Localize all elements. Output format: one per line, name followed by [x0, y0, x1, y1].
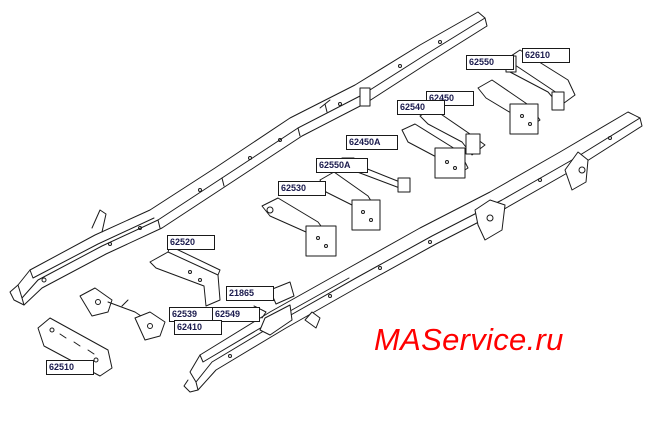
right-side-rail	[183, 111, 643, 393]
callout-label: 62520	[170, 237, 196, 247]
callout-label: 62530	[281, 183, 307, 193]
callout-label: 62510	[49, 362, 75, 372]
callout-62549[interactable]: 62549	[212, 307, 260, 322]
cross-member-62550a	[319, 171, 381, 231]
callout-label: 62410	[177, 322, 203, 332]
hitch-assembly	[79, 287, 166, 341]
left-side-rail	[9, 11, 488, 306]
callout-62610[interactable]: 62610	[522, 48, 570, 63]
cross-member-62550	[477, 79, 541, 135]
callout-62550[interactable]: 62550	[466, 55, 514, 70]
callout-label: 62550	[469, 57, 495, 67]
callout-label: 21865	[229, 288, 255, 298]
callout-62410[interactable]: 62410	[174, 320, 222, 335]
cross-member-62540	[401, 107, 486, 179]
callout-label: 62549	[215, 309, 241, 319]
callout-label: 62610	[525, 50, 551, 60]
callout-21865[interactable]: 21865	[226, 286, 274, 301]
cross-member-62530	[261, 197, 337, 257]
callout-62520[interactable]: 62520	[167, 235, 215, 250]
callout-62530[interactable]: 62530	[278, 181, 326, 196]
callout-label: 62450A	[349, 137, 381, 147]
callout-label: 62540	[400, 102, 426, 112]
callout-label: 62539	[172, 309, 198, 319]
callout-label: 62550A	[319, 160, 351, 170]
watermark-text: MAService.ru	[374, 322, 564, 357]
callout-62550a[interactable]: 62550A	[316, 158, 368, 173]
callout-label: 62450	[429, 93, 455, 103]
callout-62540[interactable]: 62540	[397, 100, 445, 115]
bracket-62520	[149, 245, 221, 307]
callout-62450a[interactable]: 62450A	[346, 135, 398, 150]
callout-62510[interactable]: 62510	[46, 360, 94, 375]
